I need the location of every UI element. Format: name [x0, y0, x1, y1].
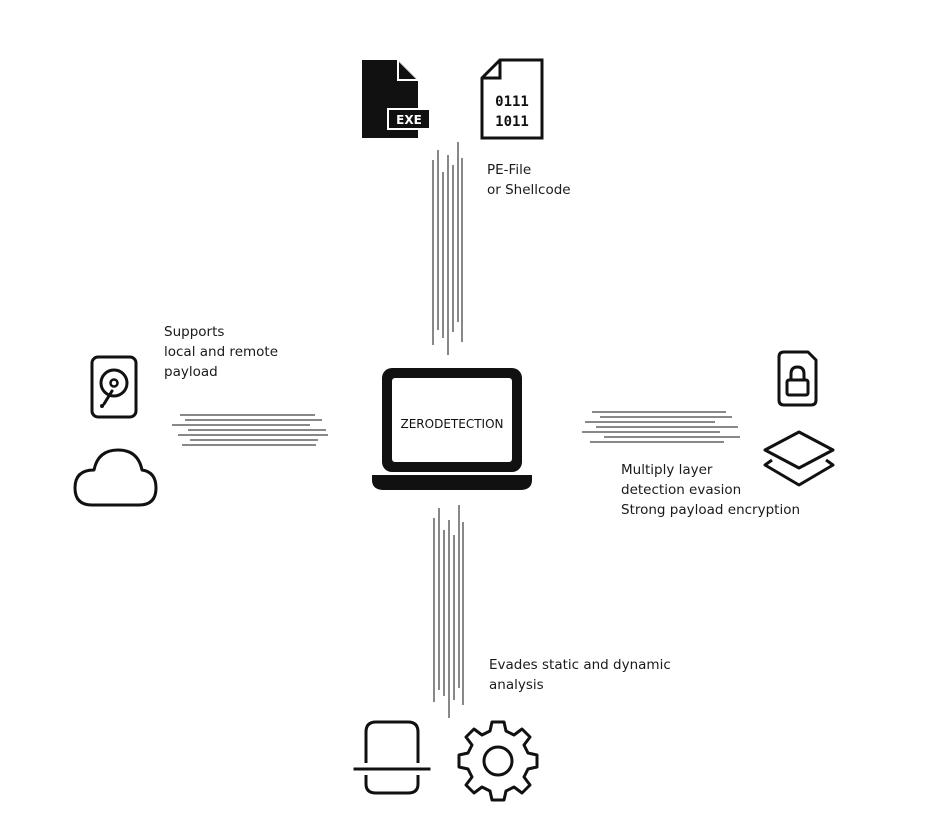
analysis-label: Evades static and dynamic analysis [489, 655, 671, 695]
input-label: PE-File or Shellcode [487, 160, 571, 200]
hard-drive-icon [90, 355, 138, 419]
gear-icon [457, 720, 539, 802]
cloud-icon [73, 448, 158, 507]
binary-row-1: 0111 [495, 94, 529, 110]
exe-file-icon: EXE [362, 60, 431, 138]
input-label-line-1: PE-File [487, 162, 532, 178]
input-label-line-2: or Shellcode [487, 182, 571, 198]
connector-bottom [433, 505, 464, 718]
connector-top [432, 142, 463, 355]
binary-file-icon: 0111 1011 [480, 58, 544, 140]
evasion-label: Multiply layer detection evasion Strong … [621, 460, 800, 520]
connector-right [582, 411, 740, 443]
evasion-line-3: Strong payload encryption [621, 502, 801, 518]
layers-icon [763, 430, 835, 487]
lock-file-icon [777, 350, 818, 407]
evasion-line-1: Multiply layer [621, 462, 713, 478]
scanner-icon [353, 720, 431, 795]
binary-row-2: 1011 [495, 114, 529, 130]
connector-left [172, 414, 328, 446]
payload-source-line-2: local and remote [164, 344, 279, 360]
analysis-line-2: analysis [489, 677, 544, 693]
payload-source-label: Supports local and remote payload [164, 322, 278, 382]
center-label: ZERODETECTION [401, 417, 504, 431]
laptop-icon: ZERODETECTION [372, 368, 532, 490]
analysis-line-1: Evades static and dynamic [489, 657, 671, 673]
payload-source-line-3: payload [164, 364, 218, 380]
payload-source-line-1: Supports [164, 324, 225, 340]
exe-badge-text: EXE [396, 113, 422, 127]
evasion-line-2: detection evasion [621, 482, 742, 498]
